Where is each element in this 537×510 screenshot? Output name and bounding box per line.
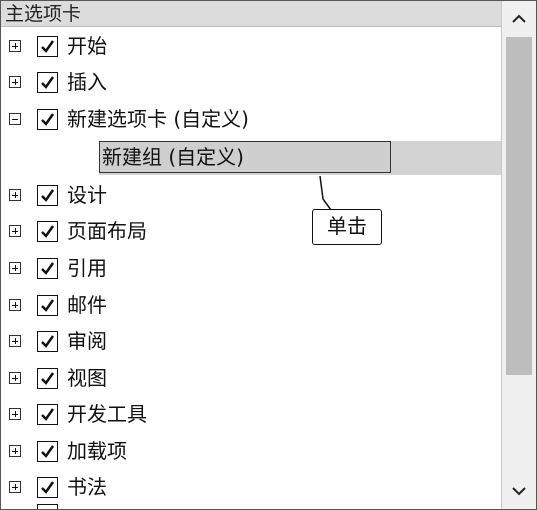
tree-item-label: 页面布局: [67, 219, 147, 243]
checkmark-icon: [41, 408, 55, 421]
tree-item-page-layout[interactable]: 页面布局: [1, 213, 501, 249]
checkmark-icon: [41, 262, 55, 275]
expand-plus-icon[interactable]: [9, 40, 21, 52]
tree-item-design[interactable]: 设计: [1, 177, 501, 213]
checkmark-icon: [41, 299, 55, 312]
panel-header: 主选项卡: [1, 1, 501, 27]
checkbox[interactable]: [37, 477, 58, 498]
checkbox[interactable]: [37, 331, 58, 352]
tree-item-label: 邮件: [67, 293, 107, 317]
scroll-up-button[interactable]: [502, 1, 536, 35]
checkbox[interactable]: [37, 221, 58, 242]
tree-item-new-group-selected[interactable]: 新建组 (自定义): [99, 141, 501, 175]
checkbox[interactable]: [37, 109, 58, 130]
tree-item-label: 书法: [67, 475, 107, 499]
expand-plus-icon[interactable]: [9, 76, 21, 88]
expand-plus-icon[interactable]: [9, 189, 21, 201]
tree-item-label: 引用: [67, 256, 107, 280]
tree-item-label: 视图: [67, 366, 107, 390]
checkmark-icon: [41, 40, 55, 53]
callout-pointer: [319, 175, 332, 211]
callout-annotation: 单击: [312, 209, 382, 245]
expand-plus-icon[interactable]: [9, 372, 21, 384]
tree-item-review[interactable]: 审阅: [1, 323, 501, 359]
tree-item-view[interactable]: 视图: [1, 360, 501, 396]
checkbox[interactable]: [37, 441, 58, 462]
checkbox[interactable]: [37, 72, 58, 93]
checkmark-icon: [41, 372, 55, 385]
tree-item-label: 开始: [67, 34, 107, 58]
expand-plus-icon[interactable]: [9, 445, 21, 457]
vertical-scrollbar[interactable]: [501, 1, 536, 509]
tree-item-insert[interactable]: 插入: [1, 64, 501, 100]
partial-checkbox: [37, 504, 58, 509]
tree-item-developer[interactable]: 开发工具: [1, 396, 501, 432]
checkbox[interactable]: [37, 404, 58, 425]
tree-item-mailings[interactable]: 邮件: [1, 287, 501, 323]
checkmark-icon: [41, 113, 55, 126]
tree-item-label: 审阅: [67, 329, 107, 353]
chevron-up-icon: [512, 14, 526, 23]
tree-item-label: 新建选项卡 (自定义): [67, 107, 249, 131]
checkmark-icon: [41, 481, 55, 494]
tree-item-calligraphy[interactable]: 书法: [1, 469, 501, 505]
checkmark-icon: [41, 189, 55, 202]
tree-item-new-tab[interactable]: 新建选项卡 (自定义): [1, 101, 501, 137]
checkbox[interactable]: [37, 36, 58, 57]
checkbox[interactable]: [37, 368, 58, 389]
tree-item-label: 插入: [67, 70, 107, 94]
expand-plus-icon[interactable]: [9, 408, 21, 420]
tree-item-label: 开发工具: [67, 402, 147, 426]
scroll-thumb[interactable]: [506, 37, 532, 375]
tree-item-add-ins[interactable]: 加载项: [1, 433, 501, 469]
checkmark-icon: [41, 76, 55, 89]
scroll-down-button[interactable]: [502, 475, 536, 509]
new-group-label[interactable]: 新建组 (自定义): [99, 141, 391, 173]
tree-item-references[interactable]: 引用: [1, 250, 501, 286]
chevron-down-icon: [512, 487, 526, 496]
expand-plus-icon[interactable]: [9, 262, 21, 274]
checkbox[interactable]: [37, 295, 58, 316]
collapse-minus-icon[interactable]: [9, 113, 21, 125]
checkmark-icon: [41, 225, 55, 238]
expand-plus-icon[interactable]: [9, 481, 21, 493]
expand-plus-icon[interactable]: [9, 225, 21, 237]
tree-item-label: 加载项: [67, 439, 127, 463]
expand-plus-icon[interactable]: [9, 335, 21, 347]
checkbox[interactable]: [37, 185, 58, 206]
checkmark-icon: [41, 445, 55, 458]
checkmark-icon: [41, 335, 55, 348]
expand-plus-icon[interactable]: [9, 299, 21, 311]
tree-item-label: 设计: [67, 183, 107, 207]
checkbox[interactable]: [37, 258, 58, 279]
tree-item-start[interactable]: 开始: [1, 28, 501, 64]
